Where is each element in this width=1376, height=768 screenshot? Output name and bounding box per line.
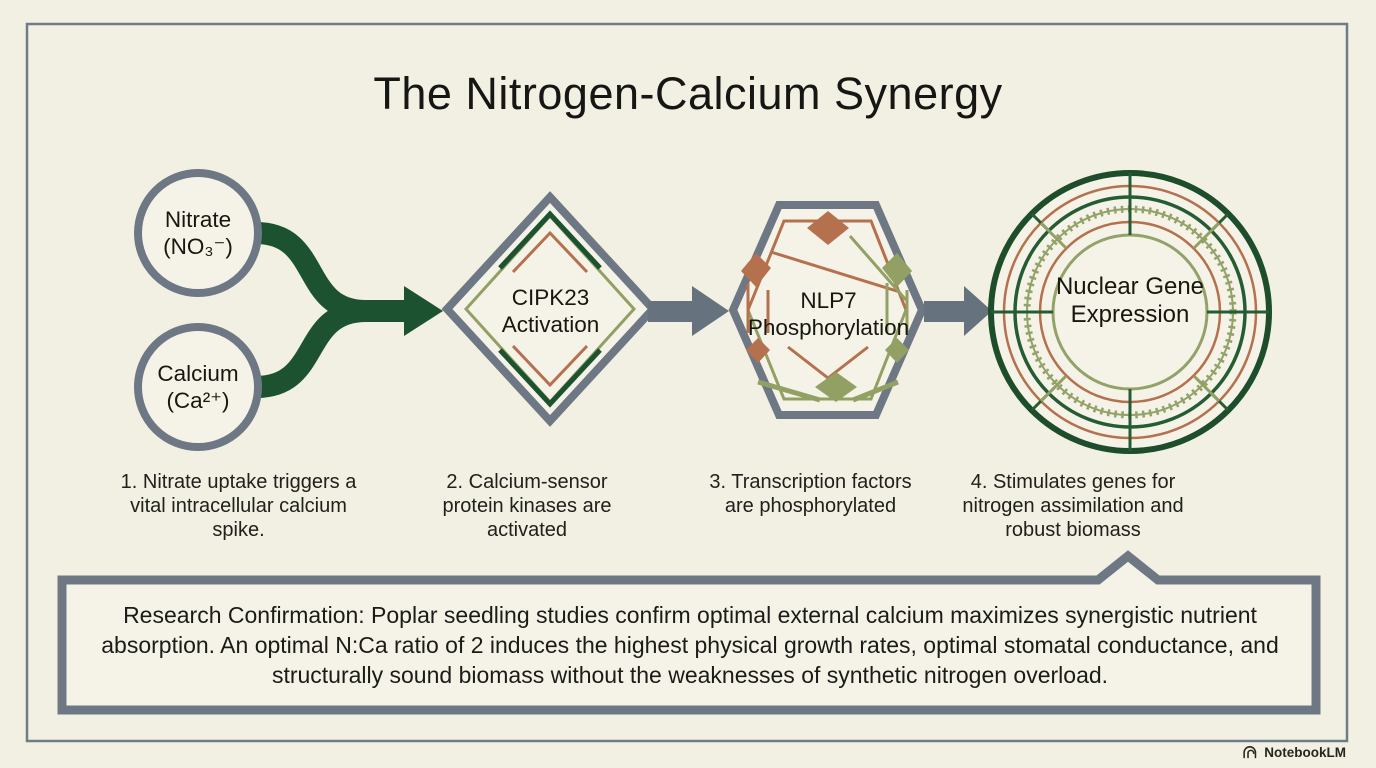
caption-step4: 4. Stimulates genes for nitrogen assimil… (962, 471, 1184, 541)
footer-brand-label: NotebookLM (1264, 745, 1346, 760)
cipk23-label: CIPK23 Activation (501, 285, 600, 337)
nlp7-hexagon (728, 201, 927, 419)
cipk23-diamond (441, 191, 659, 427)
footer-brand: NotebookLM (1242, 745, 1346, 760)
nitrate-label: Nitrate (NO₃⁻) (136, 206, 260, 260)
calcium-name: Calcium (157, 361, 239, 386)
nlp7-label: NLP7 Phosphorylation (747, 288, 910, 340)
caption-step2: 2. Calcium-sensor protein kinases are ac… (442, 471, 612, 541)
research-box (57, 550, 1321, 715)
page-title: The Nitrogen-Calcium Synergy (373, 68, 1003, 119)
arrow-nlp7-to-nucleus (924, 286, 992, 336)
calcium-circle (134, 323, 262, 451)
outer-frame (25, 22, 1349, 743)
nucleus-circle (988, 170, 1272, 454)
hexagon-top-accent-diamond (807, 211, 849, 245)
notebooklm-icon (1243, 746, 1257, 759)
nitrate-name: Nitrate (164, 207, 232, 232)
calcium-formula: (Ca²⁺) (166, 388, 230, 413)
nucleus-label: Nuclear Gene Expression (1055, 273, 1205, 328)
nucleus-inner-spokes (1039, 221, 1221, 403)
research-box-text: Research Confirmation: Poplar seedling s… (101, 602, 1279, 688)
caption-step1: 1. Nitrate uptake triggers a vital intra… (120, 471, 357, 541)
nitrate-circle (134, 169, 262, 297)
merge-arrow (255, 222, 443, 398)
arrow-cipk23-to-nlp7 (648, 286, 729, 336)
calcium-label: Calcium (Ca²⁺) (136, 360, 260, 414)
caption-step3: 3. Transcription factors are phosphoryla… (709, 471, 912, 517)
nitrate-formula: (NO₃⁻) (163, 234, 233, 259)
